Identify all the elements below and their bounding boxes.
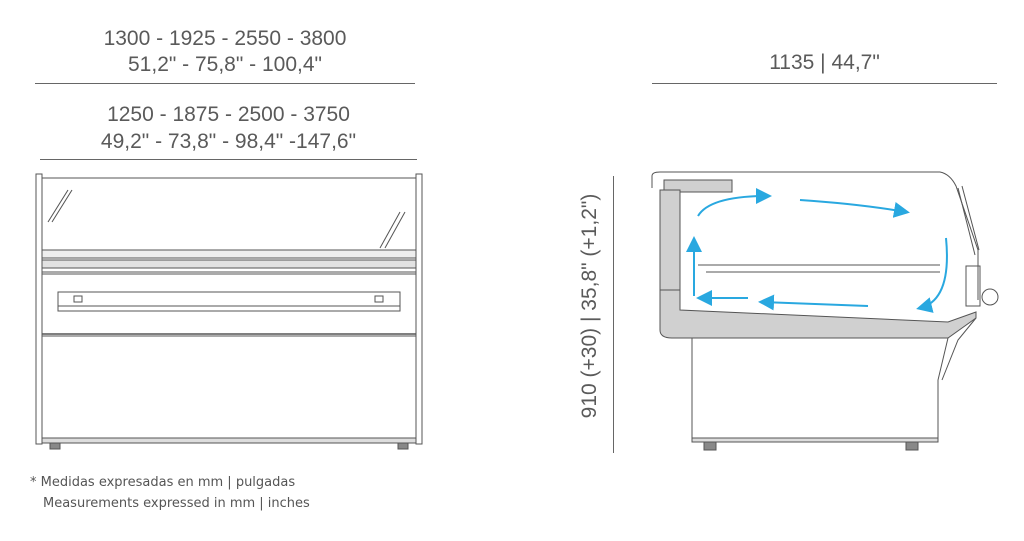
side-foot-left [703,441,717,451]
side-depth-label: 1135 | 44,7" [769,51,880,74]
front-inner-width-mm: 1250 - 1875 - 2500 - 3750 [107,103,350,126]
glass-reflection-1 [47,189,69,223]
airflow-arrow-front-down [916,237,948,313]
front-shelf-band [41,259,417,269]
front-tray-clip-right [374,295,384,303]
front-view-drawing [35,173,423,450]
front-tray-clip-left [73,295,83,303]
front-plinth [41,437,417,444]
side-canopy [663,179,733,193]
side-display-tank [659,289,977,339]
front-display-opening [41,273,417,335]
side-glass-line-2 [961,185,980,251]
front-left-post [35,173,43,445]
glass-reflection-4 [384,211,406,249]
front-outer-dimension-line [35,83,415,84]
front-right-post [415,173,423,445]
front-tray [57,291,401,307]
side-rear-column [659,189,681,291]
side-knob [981,288,999,306]
front-glass-panel [41,177,417,251]
side-lower-front [941,317,977,381]
glass-reflection-2 [51,189,73,223]
side-lower-body [691,337,949,441]
side-foot-right [905,441,919,451]
side-depth-dimension-line [652,83,997,84]
front-outer-width-mm: 1300 - 1925 - 2550 - 3800 [103,27,347,50]
airflow-arrows [686,188,948,313]
airflow-arrow-bottom-left [758,294,869,311]
front-inner-width-in: 49,2" - 73,8" - 98,4" -147,6" [100,130,357,153]
airflow-arrow-top-right [799,199,910,218]
note-english: Measurements expressed in mm | inches [43,496,310,511]
front-lower-cabinet [41,335,417,441]
note-asterisk: * [30,475,37,490]
side-glass-line [957,187,976,256]
front-outer-width-in: 51,2" - 75,8" - 100,4" [128,53,322,76]
side-height-dimension-line [613,176,614,453]
front-foot-left [49,442,61,450]
front-foot-right [397,442,409,450]
note-es-text: Medidas expresadas en mm | pulgadas [40,475,296,490]
front-tray-bottom [57,305,401,312]
note-spanish: * Medidas expresadas en mm | pulgadas [30,475,295,490]
side-cover-profile [651,171,979,300]
glass-reflection-3 [379,211,401,249]
side-plinth [691,437,939,443]
side-view-drawing [651,171,999,451]
airflow-arrow-top-curve [697,188,772,217]
front-inner-dimension-line [40,159,417,160]
side-front-control [965,265,981,307]
front-top-rail [41,249,417,259]
